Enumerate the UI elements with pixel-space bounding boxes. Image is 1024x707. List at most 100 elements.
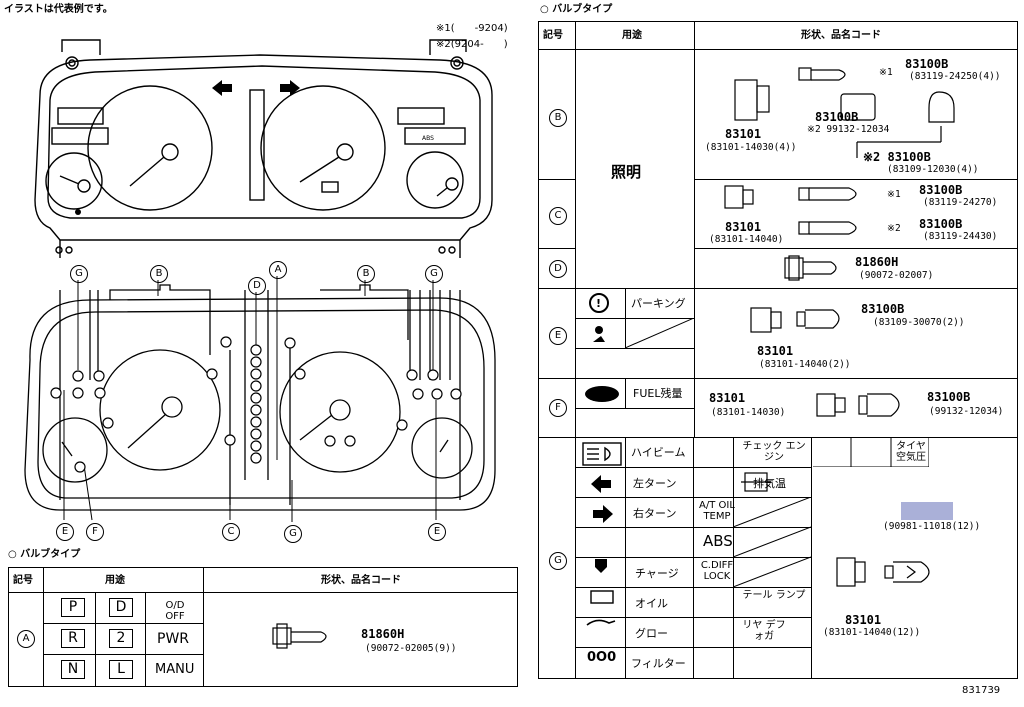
row-g-socket-code: (83101-14040(12)) <box>823 627 921 638</box>
callout-b-left: B <box>150 265 168 283</box>
illustration-caption: イラストは代表例です。 <box>4 4 113 15</box>
row-b-bulb3-code: (83109-12030(4)) <box>887 164 979 175</box>
row-g-grid <box>575 437 813 678</box>
row-c-bulb2-mark: ※2 <box>887 223 901 234</box>
callout-g-bottom: G <box>284 525 302 543</box>
row-e-socket: 83101 <box>757 344 794 358</box>
row-e-parking: パーキング <box>631 297 686 310</box>
callout-d: D <box>248 277 266 295</box>
callout-a: A <box>269 261 287 279</box>
gear-2: 2 <box>109 629 133 648</box>
row-b-bulbs-icon <box>734 67 955 158</box>
row-e-socket-code: (83101-14040(2)) <box>759 359 851 370</box>
row-g-code-top: (90981-11018(12)) <box>883 521 981 532</box>
row-e-empty-cell <box>625 318 694 348</box>
row-a-code: (90072-02005(9)) <box>365 643 457 654</box>
g-item-filter: フィルター <box>631 657 686 670</box>
right-bulb-table: 記号 用途 形状、品名コード 照明 B 83100B ※1 (83119-242… <box>538 21 1018 679</box>
row-c-bulb1-code: (83119-24270) <box>923 197 998 208</box>
row-a-part: 81860H <box>361 627 405 641</box>
g-item-at-oil-temp: A/T OIL TEMP <box>699 500 735 522</box>
g-item-high-beam: ハイビーム <box>631 446 686 459</box>
gear-n: N <box>61 660 85 679</box>
fuel-lamp-icon <box>585 386 619 402</box>
left-table-title: ○ バルブタイプ <box>8 549 81 560</box>
redacted-highlight <box>901 502 953 520</box>
left-header-shape: 形状、品名コード <box>321 575 401 586</box>
g-item-exhaust-temp: 排気温 <box>753 477 786 490</box>
row-g-top-right-grid <box>813 437 929 467</box>
g-item-left-turn: 左ターン <box>633 477 677 490</box>
cluster-diagram: ABS <box>24 39 496 522</box>
g-item-tire-pressure: タイヤ 空気圧 <box>896 441 926 463</box>
row-g-symbol: G <box>549 552 567 570</box>
row-f-bulb: 83100B <box>927 390 971 404</box>
row-f-socket-code: (83101-14030) <box>711 407 786 418</box>
g-item-glow: グロー <box>635 627 668 640</box>
g-item-check-engine: チェック エンジン <box>742 441 806 463</box>
row-e-symbol: E <box>549 327 567 345</box>
gear-p: P <box>61 598 85 617</box>
gear-pwr: PWR <box>157 631 190 647</box>
callout-b-right: B <box>357 265 375 283</box>
right-header-symbol: 記号 <box>543 30 563 41</box>
note-1: ※1( -9204) <box>436 23 508 34</box>
row-d-code: (90072-02007) <box>859 270 934 281</box>
row-c-socket: 83101 <box>725 220 762 234</box>
row-e-bulb-code: (83109-30070(2)) <box>873 317 965 328</box>
row-g-empty-cells <box>733 497 811 588</box>
row-d-bulb-icon <box>784 255 837 281</box>
diagram-id: 831739 <box>962 685 1001 696</box>
callout-g-right: G <box>425 265 443 283</box>
row-g-socket: 83101 <box>845 613 882 627</box>
row-d-part: 81860H <box>855 255 899 269</box>
row-e-bulb-icon <box>750 307 840 333</box>
svg-text:!: ! <box>596 297 601 310</box>
row-c-bulb1: 83100B <box>919 183 963 197</box>
right-header-shape: 形状、品名コード <box>801 30 881 41</box>
row-f-fuel: FUEL残量 <box>633 387 683 400</box>
g-item-right-turn: 右ターン <box>633 507 677 520</box>
row-b-symbol: B <box>549 109 567 127</box>
gear-l: L <box>109 660 133 679</box>
row-c-bulb1-mark: ※1 <box>887 189 901 200</box>
row-b-socket: 83101 <box>725 127 762 141</box>
row-f-symbol: F <box>549 399 567 417</box>
right-table-title: ○ バルブタイプ <box>540 4 613 15</box>
g-item-rear-defogger: リヤ デフォガ <box>742 620 786 642</box>
row-c-symbol: C <box>549 207 567 225</box>
row-b-bulb1-mark: ※1 <box>879 67 893 78</box>
row-b-bulb2: 83100B <box>815 110 859 124</box>
svg-text:0O0: 0O0 <box>587 650 616 665</box>
row-c-bulb2: 83100B <box>919 217 963 231</box>
callout-f: F <box>86 523 104 541</box>
row-c-socket-code: (83101-14040) <box>709 234 784 245</box>
lighting-label: 照明 <box>611 163 642 181</box>
row-a-symbol: A <box>17 630 35 648</box>
row-b-bulb1-code: (83119-24250(4)) <box>909 71 1001 82</box>
row-f-bulb-code: (99132-12034) <box>929 406 1004 417</box>
row-b-bulb1: 83100B <box>905 57 949 71</box>
row-f-bulb-icon <box>816 393 900 417</box>
row-e-bulb: 83100B <box>861 302 905 316</box>
row-c-bulb2-code: (83119-24430) <box>923 231 998 242</box>
row-g-icons-left: 0O0 <box>582 442 622 665</box>
gear-od-off: O/D OFF <box>165 600 185 622</box>
g-item-oil: オイル <box>635 597 668 610</box>
callout-e-right: E <box>428 523 446 541</box>
row-f-socket: 83101 <box>709 391 746 405</box>
left-bulb-table: 記号 用途 形状、品名コード A P D O/D OFF R 2 PWR N L… <box>8 567 518 687</box>
row-d-symbol: D <box>549 260 567 278</box>
row-g-exhaust-temp-icon <box>741 472 771 492</box>
left-header-use: 用途 <box>105 575 125 586</box>
row-b-bulb2-note: ※2 99132-12034 <box>807 124 890 135</box>
g-item-c-diff-lock: C.DIFF LOCK <box>700 560 734 582</box>
row-g-bulb-icon <box>836 557 930 587</box>
g-item-tail-lamp: テール ランプ <box>742 590 806 601</box>
gear-r: R <box>61 629 85 648</box>
row-b-bulb3: ※2 83100B <box>863 150 931 164</box>
left-header-symbol: 記号 <box>13 575 33 586</box>
right-header-use: 用途 <box>622 30 642 41</box>
callout-e-left: E <box>56 523 74 541</box>
row-b-socket-code: (83101-14030(4)) <box>705 142 797 153</box>
